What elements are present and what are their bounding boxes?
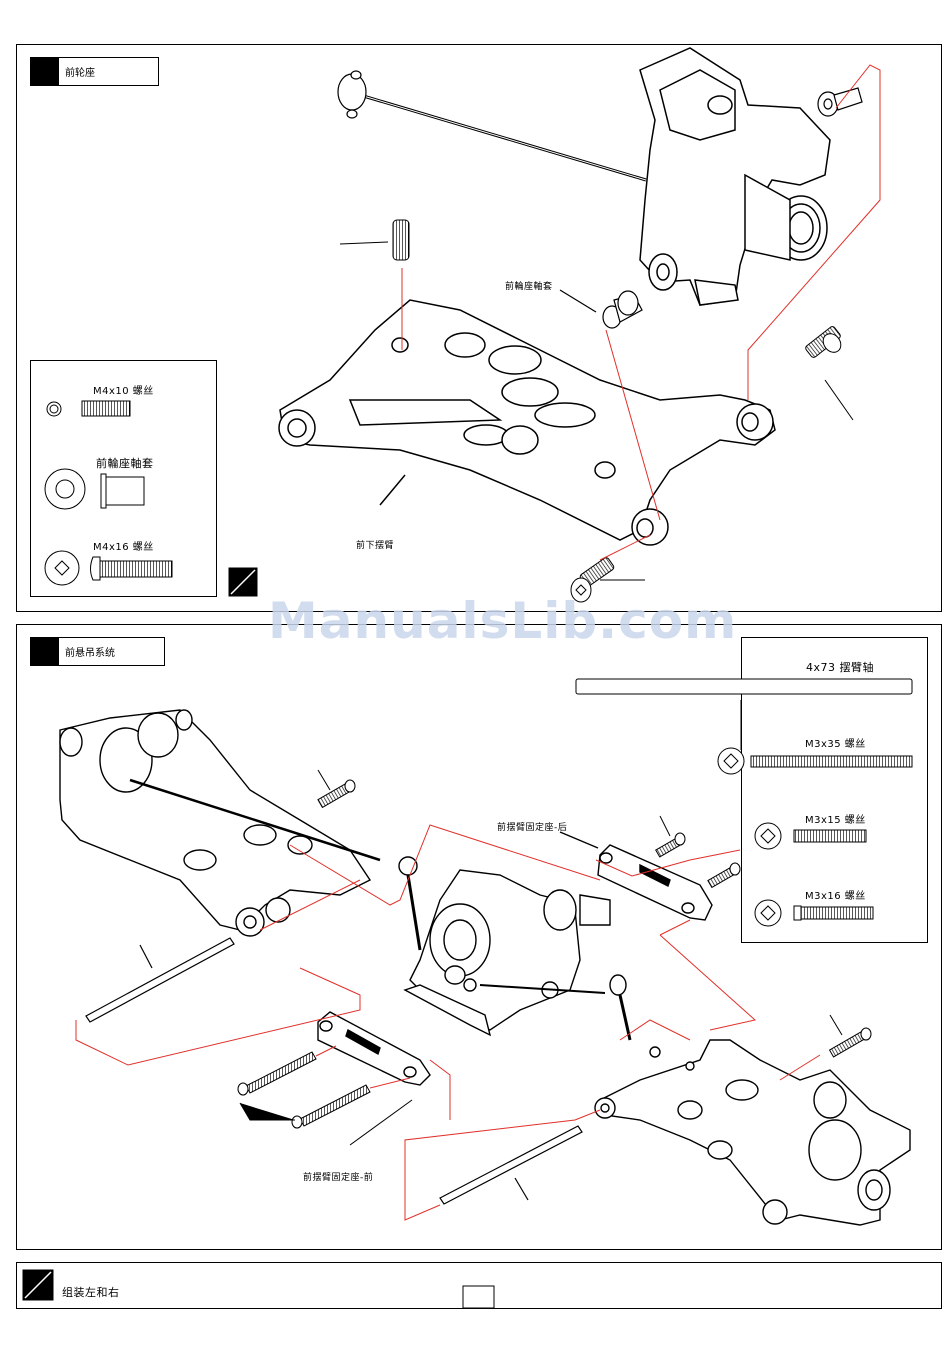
set-screw-icon bbox=[340, 220, 409, 260]
parts-icons bbox=[45, 401, 257, 596]
left-suspension-icon bbox=[60, 710, 380, 936]
page-number-tab bbox=[463, 1286, 494, 1308]
right-suspension-icon bbox=[595, 1040, 910, 1225]
lower-arm-icon bbox=[279, 300, 775, 545]
drive-shaft-icon bbox=[338, 71, 646, 180]
front-knuckle-icon bbox=[640, 48, 830, 305]
front-gearbox-icon bbox=[399, 857, 630, 1040]
footer-marks bbox=[23, 1270, 494, 1308]
front-mount-plate-icon bbox=[318, 1012, 430, 1085]
